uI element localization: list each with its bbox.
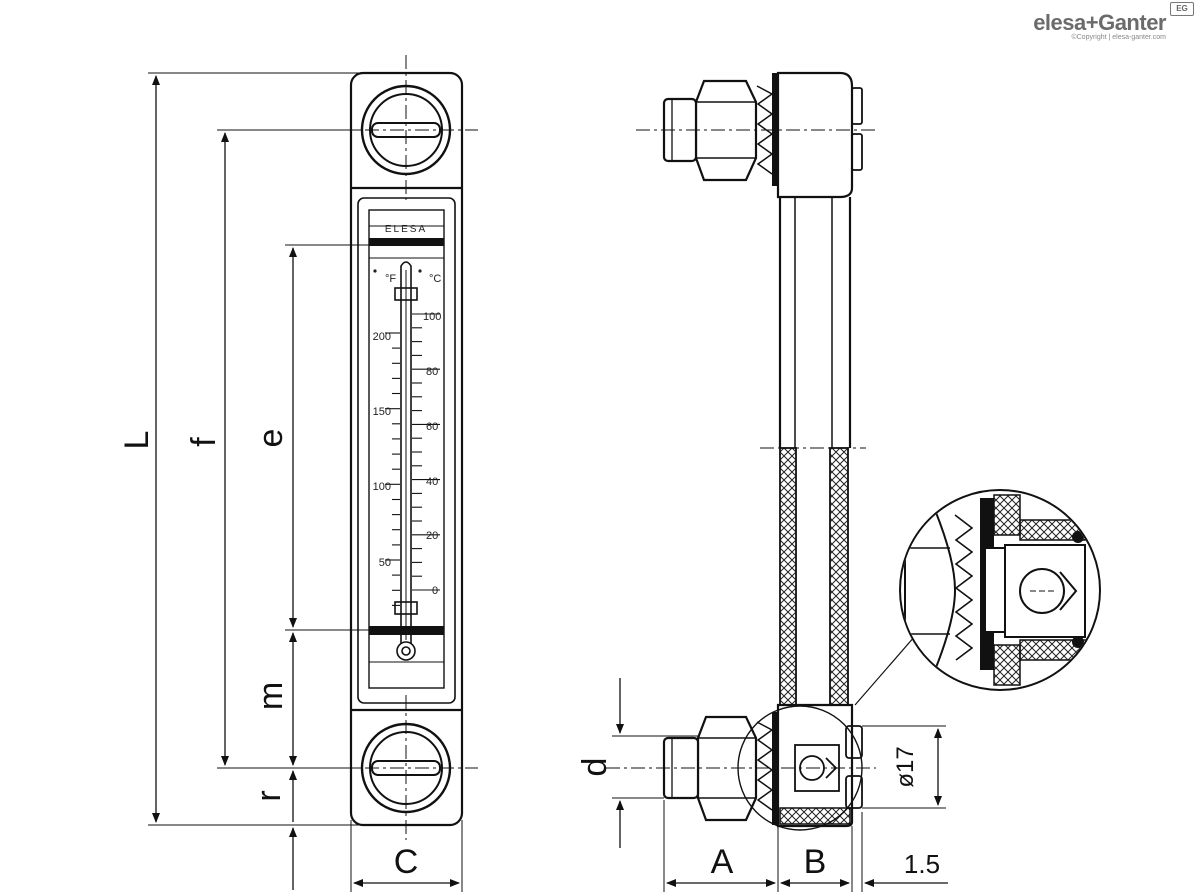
celsius-scale xyxy=(412,313,440,591)
detail-leader xyxy=(854,635,916,706)
dimension-lines-side xyxy=(616,678,948,887)
top-max-band xyxy=(369,238,444,246)
dim-label-B: B xyxy=(804,843,827,881)
top-gasket xyxy=(772,73,779,186)
dim-label-e: e xyxy=(252,429,290,448)
extension-lines-front xyxy=(148,72,463,892)
dim-label-C: C xyxy=(394,843,419,881)
centerlines-front xyxy=(340,55,478,840)
label-plate-brand: ELESA xyxy=(385,224,427,235)
dim-label-f: f xyxy=(185,437,223,447)
f-tick-50: 50 xyxy=(379,557,391,569)
dim-label-diameter: ø17 xyxy=(892,746,919,787)
detail-view xyxy=(854,489,1101,706)
c-tick-100: 100 xyxy=(423,311,441,323)
unit-celsius: °C xyxy=(429,273,441,285)
centerlines-side xyxy=(606,129,876,769)
section-wall-right xyxy=(829,447,849,709)
dim-label-L: L xyxy=(118,431,156,450)
side-bottom-block xyxy=(776,703,854,828)
dimension-lines-front xyxy=(152,75,460,890)
c-tick-0: 0 xyxy=(432,585,438,597)
f-tick-100: 100 xyxy=(373,481,391,493)
scale-plate xyxy=(368,209,445,689)
fahrenheit-scale xyxy=(385,332,400,606)
f-tick-200: 200 xyxy=(373,331,391,343)
dim-label-gap: 1.5 xyxy=(904,849,940,879)
side-top-block xyxy=(776,71,854,199)
dim-label-r: r xyxy=(250,790,288,801)
c-tick-40: 40 xyxy=(426,476,438,488)
section-wall-left xyxy=(779,447,797,709)
extension-lines-side xyxy=(612,725,946,892)
c-tick-20: 20 xyxy=(426,530,438,542)
thermometer-icon xyxy=(394,261,418,661)
degree-dot-right xyxy=(418,269,422,273)
brand-name: elesa+Ganter xyxy=(1033,10,1166,35)
degree-dot-left xyxy=(373,269,377,273)
brand-badge: EG xyxy=(1170,2,1194,16)
brand-logo: elesa+Ganter ©Copyright | elesa-ganter.c… xyxy=(1033,10,1166,41)
c-tick-80: 80 xyxy=(426,366,438,378)
unit-fahrenheit: °F xyxy=(385,273,396,285)
f-tick-150: 150 xyxy=(373,406,391,418)
side-view xyxy=(662,71,863,831)
dim-label-d: d xyxy=(576,758,614,777)
dim-label-m: m xyxy=(252,682,290,710)
c-tick-60: 60 xyxy=(426,421,438,433)
dim-label-A: A xyxy=(711,843,734,881)
brand-copyright: ©Copyright | elesa-ganter.com xyxy=(1071,34,1166,41)
